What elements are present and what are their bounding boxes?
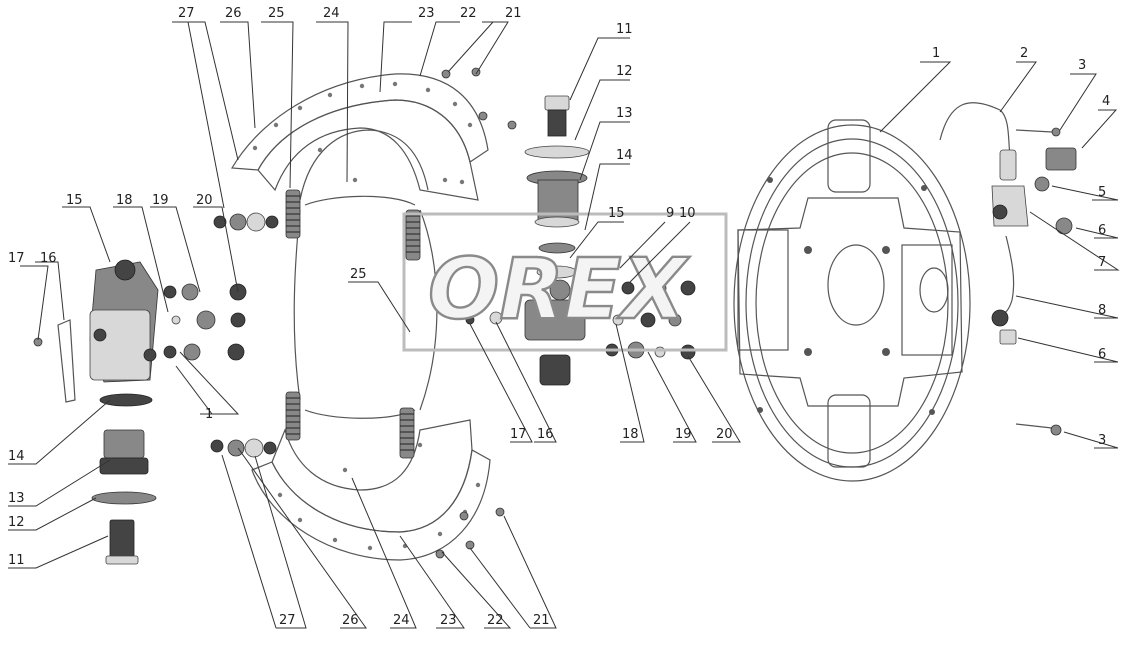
callout-10: 10 bbox=[679, 206, 696, 221]
callout-14: 14 bbox=[8, 449, 25, 464]
shoe-washers bbox=[210, 212, 279, 458]
callout-26: 26 bbox=[342, 613, 359, 628]
left-wheel-cylinder bbox=[33, 259, 159, 565]
center-wheel-cylinder bbox=[465, 279, 696, 386]
callout-14: 14 bbox=[616, 148, 633, 163]
callout-25: 25 bbox=[268, 6, 285, 21]
callout-12: 12 bbox=[8, 515, 25, 530]
callout-9: 9 bbox=[666, 206, 674, 221]
small-rivets bbox=[435, 67, 517, 559]
backing-plate bbox=[733, 119, 971, 482]
callout-23: 23 bbox=[418, 6, 435, 21]
callout-27: 27 bbox=[279, 613, 296, 628]
callout-8: 8 bbox=[1098, 303, 1106, 318]
callout-13: 13 bbox=[8, 491, 25, 506]
callout-18: 18 bbox=[116, 193, 133, 208]
upper-brake-shoe bbox=[230, 73, 489, 201]
lower-brake-shoe bbox=[251, 419, 491, 561]
callout-17: 17 bbox=[510, 427, 527, 442]
callout-11: 11 bbox=[8, 553, 25, 568]
callout-21: 21 bbox=[505, 6, 522, 21]
callout-19: 19 bbox=[675, 427, 692, 442]
watermark: OREX bbox=[402, 212, 728, 352]
callout-20: 20 bbox=[716, 427, 733, 442]
callout-22: 22 bbox=[460, 6, 477, 21]
callout-16: 16 bbox=[40, 251, 57, 266]
leader-lines bbox=[8, 21, 1120, 629]
callout-3: 3 bbox=[1098, 433, 1106, 448]
callout-21: 21 bbox=[533, 613, 550, 628]
callout-19: 19 bbox=[152, 193, 169, 208]
callout-25: 25 bbox=[350, 267, 367, 282]
callout-12: 12 bbox=[616, 64, 633, 79]
callout-24: 24 bbox=[323, 6, 340, 21]
callout-5: 5 bbox=[1098, 185, 1106, 200]
callout-1: 1 bbox=[932, 46, 940, 61]
callout-6: 6 bbox=[1098, 223, 1106, 238]
callout-7: 7 bbox=[1098, 255, 1106, 270]
callout-23: 23 bbox=[440, 613, 457, 628]
callout-24: 24 bbox=[393, 613, 410, 628]
callout-22: 22 bbox=[487, 613, 504, 628]
callout-labels: 27 26 25 24 23 22 21 11 12 13 14 15 9 10… bbox=[8, 6, 1110, 628]
callout-6: 6 bbox=[1098, 347, 1106, 362]
callout-20: 20 bbox=[196, 193, 213, 208]
callout-4: 4 bbox=[1102, 94, 1110, 109]
callout-15: 15 bbox=[608, 206, 625, 221]
left-nuts bbox=[163, 283, 247, 361]
callout-18: 18 bbox=[622, 427, 639, 442]
callout-3: 3 bbox=[1078, 58, 1086, 73]
callout-16: 16 bbox=[537, 427, 554, 442]
callout-27: 27 bbox=[178, 6, 195, 21]
callout-13: 13 bbox=[616, 106, 633, 121]
callout-26: 26 bbox=[225, 6, 242, 21]
callout-11: 11 bbox=[616, 22, 633, 37]
brake-hose bbox=[939, 102, 1077, 436]
callout-2: 2 bbox=[1020, 46, 1028, 61]
callout-17: 17 bbox=[8, 251, 25, 266]
watermark-text: OREX bbox=[428, 240, 690, 338]
callout-1: 1 bbox=[205, 407, 213, 422]
callout-15: 15 bbox=[66, 193, 83, 208]
